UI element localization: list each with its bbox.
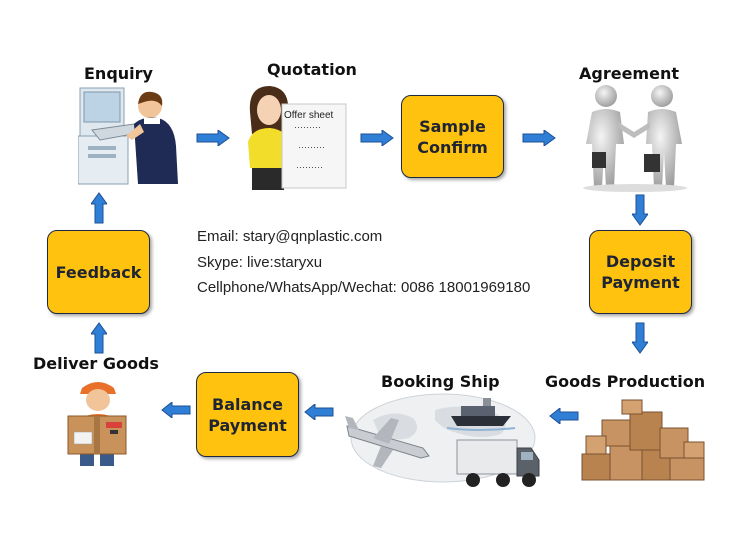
- arrow-right-icon: [360, 130, 394, 146]
- title-goods-production: Goods Production: [545, 372, 706, 391]
- contact-skype: Skype: live:staryxu: [197, 254, 323, 271]
- offer-sheet-dots: ·········: [298, 142, 325, 152]
- arrow-right-icon: [196, 130, 230, 146]
- arrow-left-icon: [304, 404, 334, 420]
- computer-user-icon: [78, 87, 178, 185]
- arrow-up-icon: [91, 322, 107, 354]
- title-agreement: Agreement: [579, 64, 679, 83]
- plane-ship-truck-icon: [345, 393, 540, 487]
- title-deliver-goods: Deliver Goods: [33, 354, 159, 373]
- box-sample-confirm-label: Sample Confirm: [417, 116, 488, 157]
- box-balance-payment: Balance Payment: [196, 372, 299, 457]
- arrow-left-icon: [161, 402, 191, 418]
- arrow-right-icon: [522, 130, 556, 146]
- box-deposit-payment-label: Deposit Payment: [601, 252, 680, 292]
- box-balance-payment-label: Balance Payment: [208, 394, 287, 435]
- cardboard-boxes-icon: [581, 399, 705, 481]
- arrow-down-icon: [632, 194, 648, 226]
- arrow-up-icon: [91, 192, 107, 224]
- handshake-icon: [583, 85, 687, 192]
- box-deposit-payment: Deposit Payment: [589, 230, 692, 314]
- arrow-left-icon: [549, 408, 579, 424]
- offer-sheet-heading: Offer sheet: [284, 110, 334, 121]
- box-sample-confirm: Sample Confirm: [401, 95, 504, 178]
- delivery-man-icon: [67, 382, 127, 466]
- woman-offer-sheet-icon: [248, 86, 347, 190]
- box-feedback-label: Feedback: [55, 262, 142, 282]
- offer-sheet-dots: ·········: [294, 122, 321, 132]
- title-enquiry: Enquiry: [84, 64, 153, 83]
- contact-email: Email: stary@qnplastic.com: [197, 228, 383, 245]
- title-quotation: Quotation: [267, 60, 357, 79]
- arrow-down-icon: [632, 322, 648, 354]
- title-booking-ship: Booking Ship: [381, 372, 500, 391]
- box-feedback: Feedback: [47, 230, 150, 314]
- offer-sheet-dots: ·········: [296, 162, 323, 172]
- contact-phone: Cellphone/WhatsApp/Wechat: 0086 18001969…: [197, 279, 531, 296]
